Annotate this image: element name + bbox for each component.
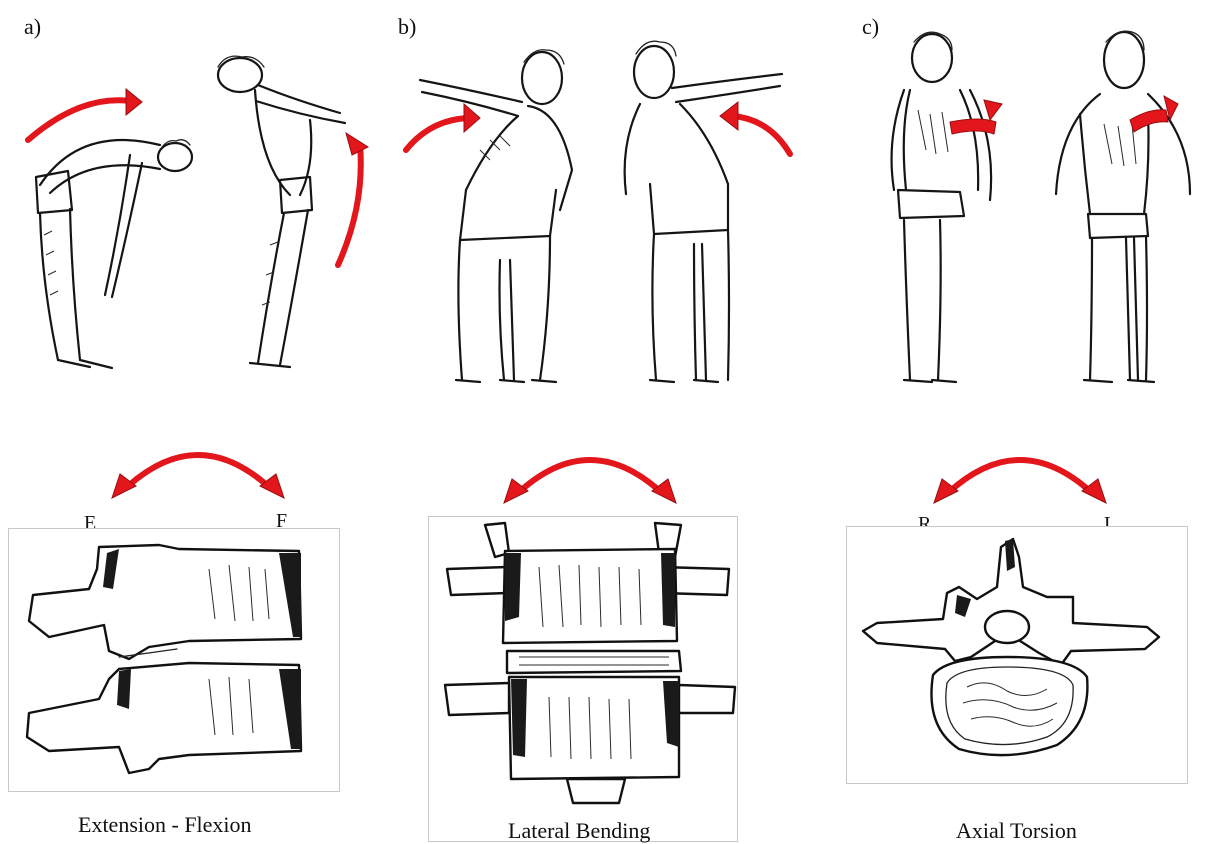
double-arrow-icon-a [108, 440, 288, 500]
vertebra-frontal-view [428, 516, 738, 842]
caption-extension-flexion: Extension - Flexion [78, 812, 252, 838]
extension-figure [200, 45, 370, 375]
panel-label-b: b) [398, 14, 416, 40]
caption-axial-torsion: Axial Torsion [956, 818, 1077, 844]
panel-label-a: a) [24, 14, 41, 40]
vertebra-lateral-view [8, 528, 340, 792]
double-arrow-icon-c [930, 445, 1110, 505]
rotate-front-figure [1040, 24, 1205, 390]
vertebra-axial-view [846, 526, 1188, 784]
rotate-back-figure [880, 30, 1020, 390]
panel-label-c: c) [862, 14, 879, 40]
double-arrow-icon-b [500, 445, 680, 505]
caption-lateral-bending: Lateral Bending [508, 818, 650, 844]
bend-left-figure [610, 24, 800, 390]
bend-right-figure [400, 40, 590, 390]
flexion-figure [20, 85, 200, 375]
